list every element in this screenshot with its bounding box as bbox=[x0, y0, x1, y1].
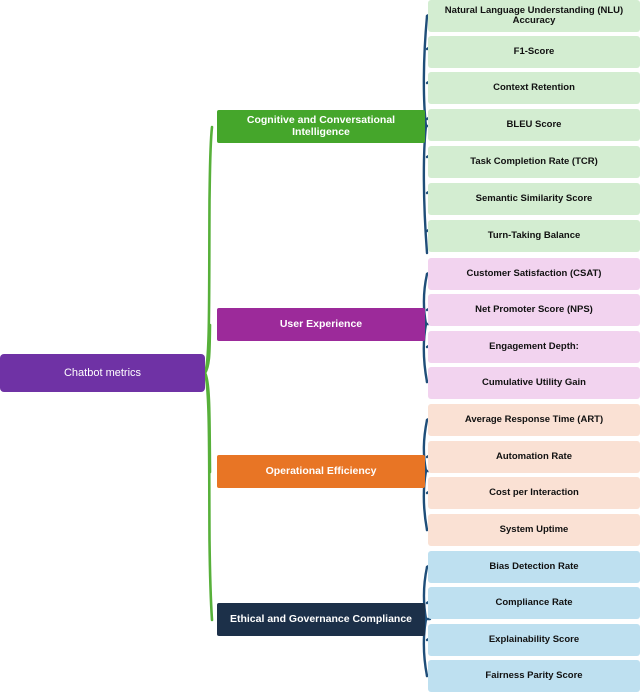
leaf-node-semantic-similarity-score[interactable]: Semantic Similarity Score bbox=[428, 183, 640, 215]
leaf-node-label: Turn-Taking Balance bbox=[487, 229, 581, 241]
leaf-node-cumulative-utility-gain[interactable]: Cumulative Utility Gain bbox=[428, 367, 640, 399]
branch-node-label: User Experience bbox=[279, 317, 363, 330]
root-node-label: Chatbot metrics bbox=[63, 366, 142, 379]
leaf-node-nlu-accuracy[interactable]: Natural Language Understanding (NLU) Acc… bbox=[428, 0, 640, 32]
leaf-node-compliance-rate[interactable]: Compliance Rate bbox=[428, 587, 640, 619]
leaf-node-label: Context Retention bbox=[493, 81, 575, 93]
leaf-node-label: Average Response Time (ART) bbox=[464, 413, 604, 425]
leaf-node-f1-score[interactable]: F1-Score bbox=[428, 36, 640, 68]
trunk-to-user-experience bbox=[203, 323, 212, 375]
leaf-node-label: Automation Rate bbox=[496, 450, 572, 462]
leaf-node-label: F1-Score bbox=[513, 45, 555, 57]
leaf-node-engagement-depth[interactable]: Engagement Depth: bbox=[428, 331, 640, 363]
leaf-node-net-promoter-score[interactable]: Net Promoter Score (NPS) bbox=[428, 294, 640, 326]
leaf-node-cost-per-interaction[interactable]: Cost per Interaction bbox=[428, 477, 640, 509]
trunk-to-ethical bbox=[203, 371, 214, 622]
leaf-node-system-uptime[interactable]: System Uptime bbox=[428, 514, 640, 546]
branch-node-label: Ethical and Governance Compliance bbox=[229, 612, 413, 625]
trunk-to-cognitive bbox=[203, 125, 214, 375]
leaf-node-average-response-time[interactable]: Average Response Time (ART) bbox=[428, 404, 640, 436]
branch-node-operational-efficiency[interactable]: Operational Efficiency bbox=[217, 455, 425, 488]
leaf-node-explainability-score[interactable]: Explainability Score bbox=[428, 624, 640, 656]
leaf-node-label: Cost per Interaction bbox=[489, 486, 579, 498]
leaf-node-label: Fairness Parity Score bbox=[485, 669, 583, 681]
root-node-chatbot-metrics[interactable]: Chatbot metrics bbox=[0, 354, 205, 392]
branch-node-label: Cognitive and Conversational Intelligenc… bbox=[246, 113, 396, 138]
leaf-node-label: Cumulative Utility Gain bbox=[482, 376, 586, 388]
leaf-node-label: Customer Satisfaction (CSAT) bbox=[466, 267, 602, 279]
leaf-node-label: Engagement Depth: bbox=[489, 340, 579, 352]
trunk-to-operational bbox=[203, 371, 212, 474]
leaf-node-context-retention[interactable]: Context Retention bbox=[428, 72, 640, 104]
leaf-node-bias-detection-rate[interactable]: Bias Detection Rate bbox=[428, 551, 640, 583]
leaf-node-label: Net Promoter Score (NPS) bbox=[475, 303, 593, 315]
branch-node-user-experience[interactable]: User Experience bbox=[217, 308, 425, 341]
leaf-node-label: Compliance Rate bbox=[495, 596, 573, 608]
leaf-node-fairness-parity-score[interactable]: Fairness Parity Score bbox=[428, 660, 640, 692]
leaf-node-label: BLEU Score bbox=[506, 118, 562, 130]
branch-node-label: Operational Efficiency bbox=[265, 464, 377, 477]
leaf-node-label: Bias Detection Rate bbox=[489, 560, 579, 572]
leaf-node-label: Explainability Score bbox=[488, 633, 580, 645]
branch-node-ethical-and-governance-compliance[interactable]: Ethical and Governance Compliance bbox=[217, 603, 425, 636]
leaf-node-label: System Uptime bbox=[499, 523, 569, 535]
leaf-node-label: Natural Language Understanding (NLU) Acc… bbox=[444, 4, 624, 26]
trunk-lines bbox=[203, 125, 214, 622]
leaf-node-automation-rate[interactable]: Automation Rate bbox=[428, 441, 640, 473]
leaf-node-customer-satisfaction[interactable]: Customer Satisfaction (CSAT) bbox=[428, 258, 640, 290]
leaf-node-task-completion-rate[interactable]: Task Completion Rate (TCR) bbox=[428, 146, 640, 178]
leaf-node-label: Task Completion Rate (TCR) bbox=[470, 155, 598, 167]
branch-node-cognitive-and-conversational-intelligence[interactable]: Cognitive and Conversational Intelligenc… bbox=[217, 110, 425, 143]
leaf-node-turn-taking-balance[interactable]: Turn-Taking Balance bbox=[428, 220, 640, 252]
leaf-node-label: Semantic Similarity Score bbox=[475, 192, 593, 204]
leaf-node-bleu-score[interactable]: BLEU Score bbox=[428, 109, 640, 141]
